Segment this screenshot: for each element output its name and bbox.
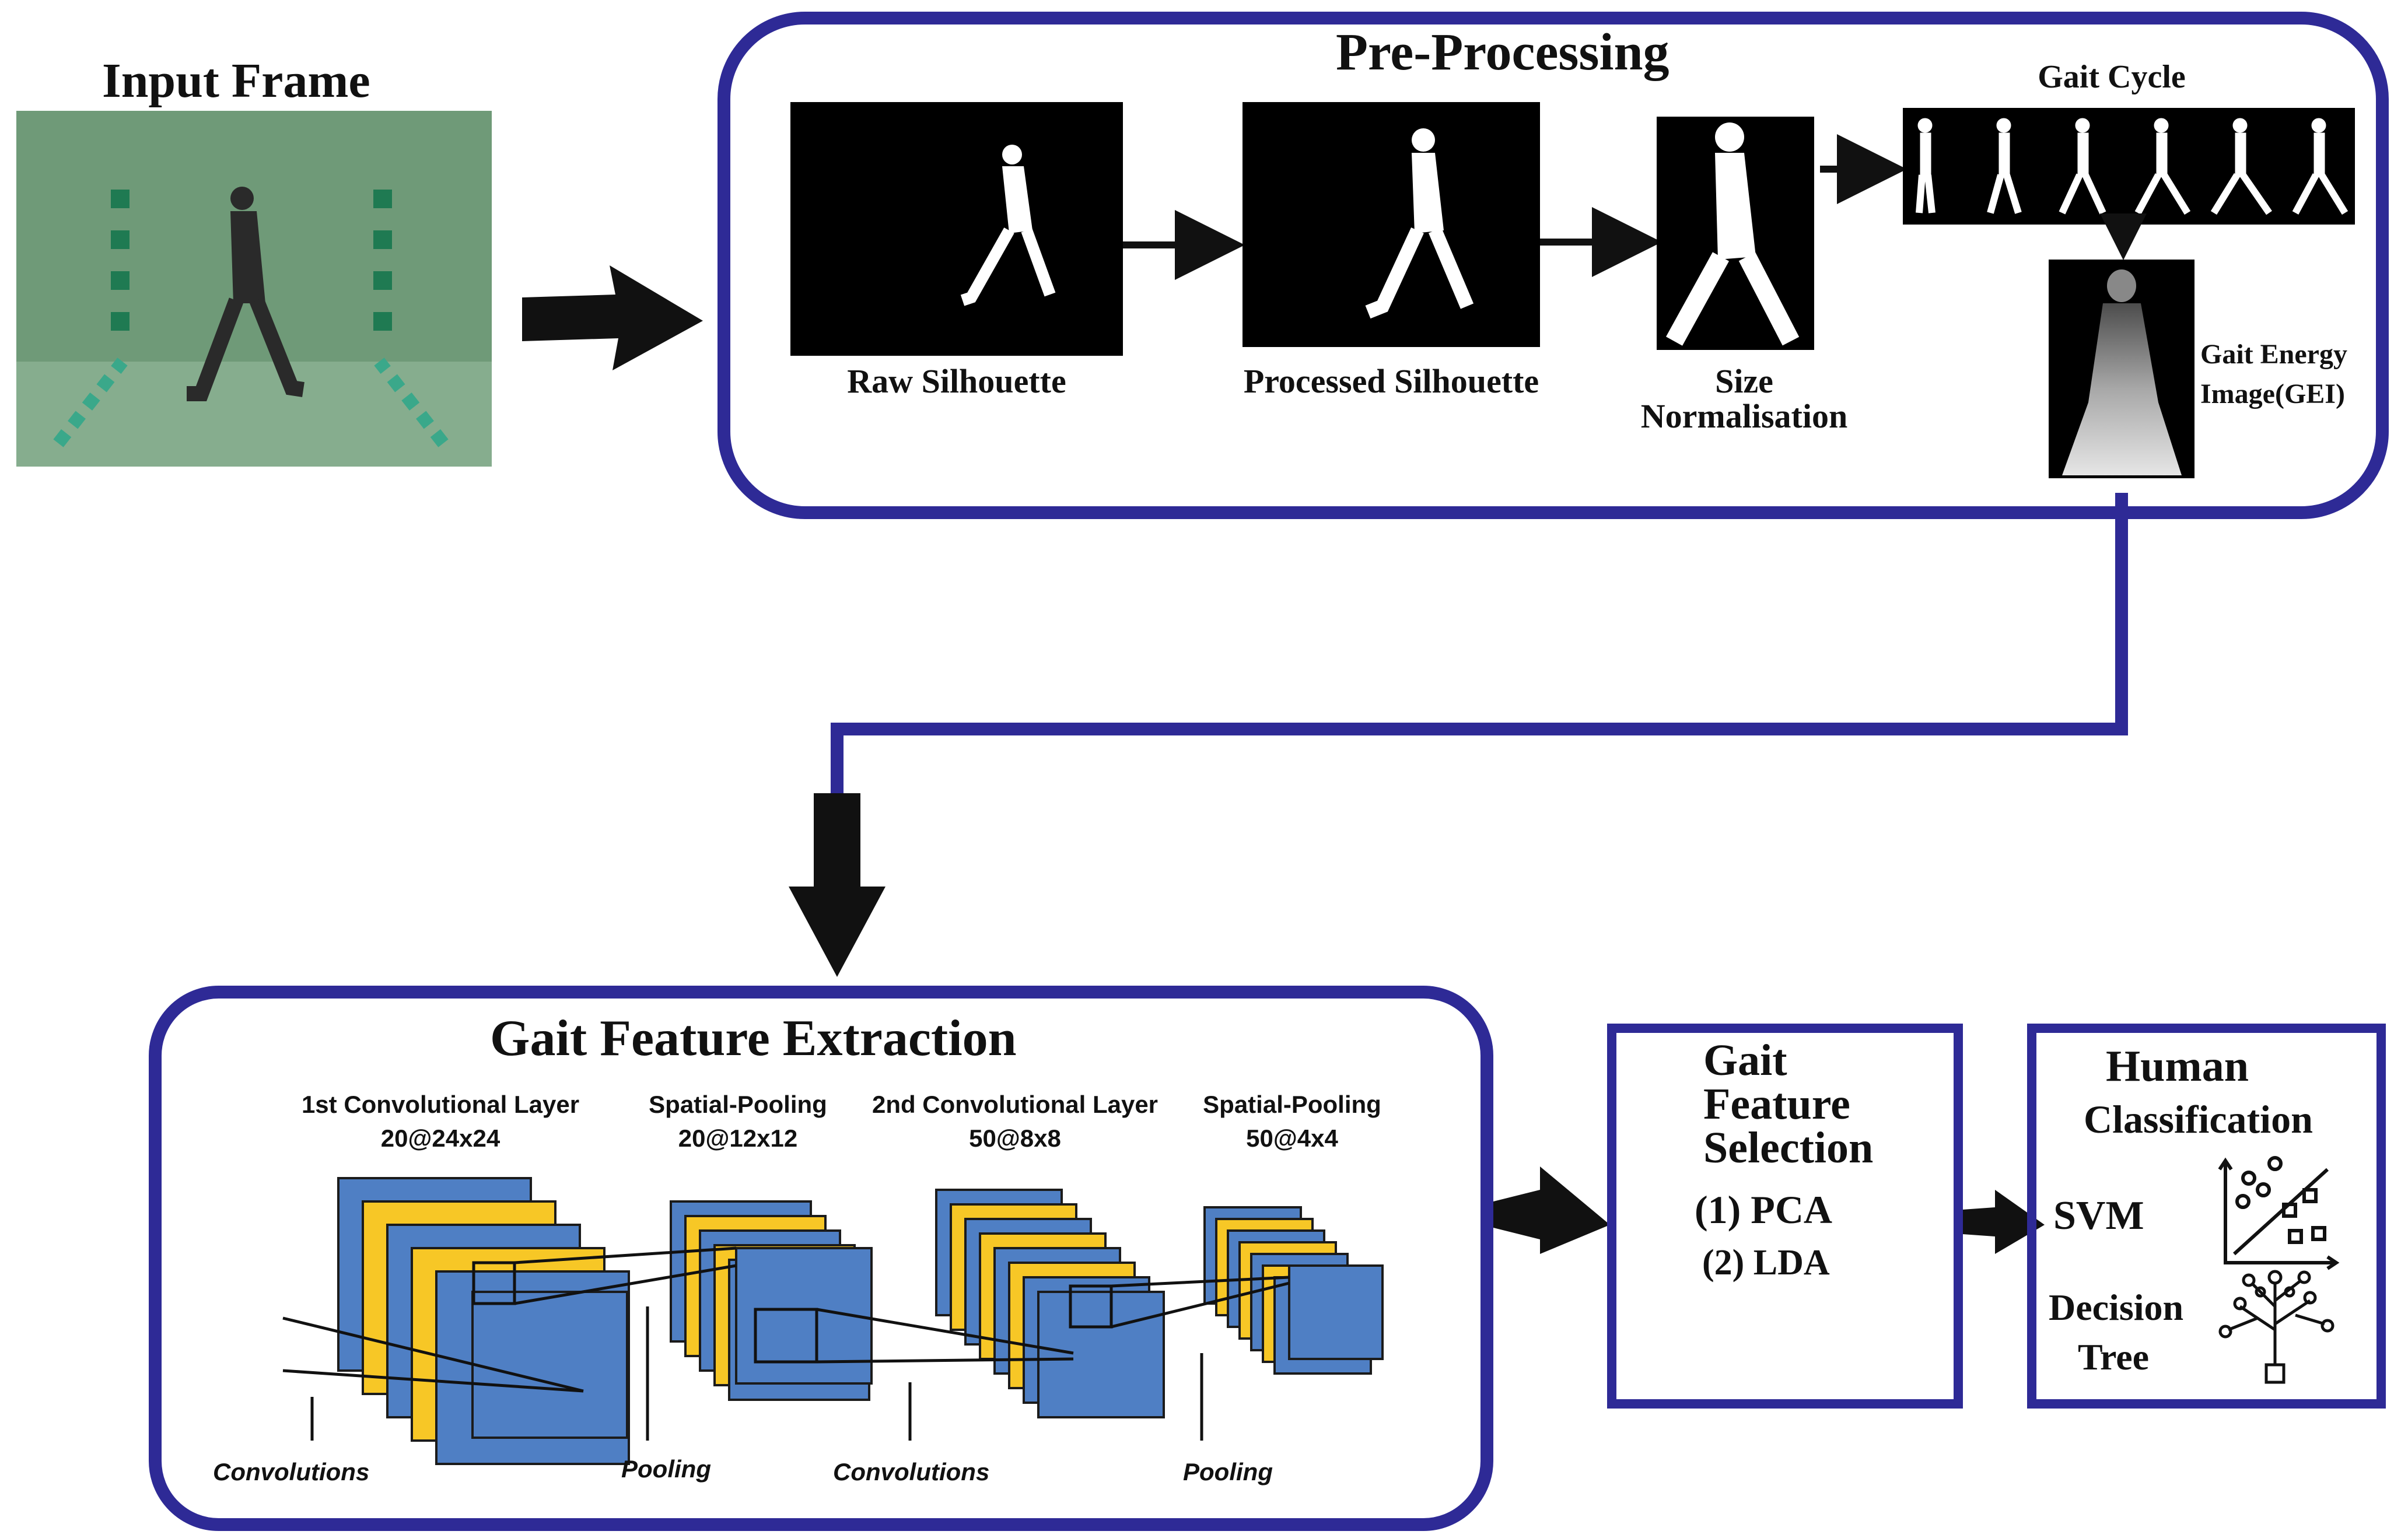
- arrow-to-classification: [1954, 1190, 2045, 1254]
- layer-3-dims: 50@8x8: [969, 1124, 1061, 1152]
- feature-extraction-panel: [149, 986, 1493, 1531]
- selection-item-pca: (1) PCA: [1695, 1187, 1833, 1232]
- processed-silhouette-label: Processed Silhouette: [1243, 362, 1539, 400]
- connector-line: [831, 493, 2128, 808]
- arrow-to-selection: [1493, 1166, 1610, 1254]
- layer-2-dims: 20@12x12: [678, 1124, 798, 1152]
- svm-icon: [2218, 1156, 2340, 1270]
- layer-2-name: Spatial-Pooling: [649, 1091, 827, 1118]
- gei-label-line1: Gait Energy: [2200, 339, 2347, 370]
- selection-title-line3: Selection: [1703, 1123, 1874, 1172]
- gait-cycle-image: [1903, 108, 2355, 225]
- raw-silhouette-image: [790, 102, 1123, 356]
- op-convolutions-2: Convolutions: [833, 1458, 990, 1486]
- layer-1-dims: 20@24x24: [380, 1124, 501, 1152]
- layer-3-name: 2nd Convolutional Layer: [872, 1091, 1158, 1118]
- layer-4-name: Spatial-Pooling: [1203, 1091, 1381, 1118]
- gait-cycle-label: Gait Cycle: [2038, 59, 2186, 95]
- feature-extraction-title: Gait Feature Extraction: [490, 1010, 1017, 1067]
- gei-image: [2049, 260, 2194, 478]
- feature-selection-panel: [1607, 1024, 1963, 1409]
- selection-item-lda: (2) LDA: [1702, 1243, 1830, 1283]
- preprocessing-title: Pre-Processing: [1336, 23, 1670, 81]
- input-frame-title: Input Frame: [102, 54, 370, 108]
- size-normalisation-image: [1657, 117, 1814, 350]
- selection-title-line2: Feature: [1703, 1080, 1850, 1129]
- op-pooling-2: Pooling: [1183, 1458, 1273, 1486]
- size-label-line1: Size: [1715, 362, 1773, 400]
- arrow-to-preprocessing: [522, 265, 703, 370]
- size-label-line2: Normalisation: [1640, 397, 1848, 435]
- gei-label-line2: Image(GEI): [2200, 379, 2345, 409]
- classification-panel: [2027, 1024, 2386, 1409]
- decision-tree-icon: [2218, 1270, 2334, 1384]
- classification-title-line2: Classification: [2084, 1097, 2313, 1141]
- input-frame-image: [16, 111, 492, 467]
- selection-title-line1: Gait: [1703, 1036, 1787, 1085]
- op-convolutions-1: Convolutions: [213, 1458, 370, 1486]
- decision-tree-label-line2: Tree: [2078, 1336, 2149, 1378]
- classification-title-line1: Human: [2106, 1042, 2249, 1091]
- arrow-to-extraction: [789, 793, 886, 977]
- processed-silhouette-image: [1242, 102, 1540, 347]
- preprocessing-panel: [718, 12, 2389, 519]
- layer-1-name: 1st Convolutional Layer: [301, 1091, 580, 1118]
- decision-tree-label-line1: Decision: [2049, 1287, 2184, 1328]
- op-pooling-1: Pooling: [621, 1455, 711, 1483]
- layer-4-dims: 50@4x4: [1246, 1124, 1338, 1152]
- raw-silhouette-label: Raw Silhouette: [847, 362, 1066, 400]
- cnn-feature-maps: [282, 1177, 1384, 1465]
- svm-label: SVM: [2053, 1193, 2144, 1238]
